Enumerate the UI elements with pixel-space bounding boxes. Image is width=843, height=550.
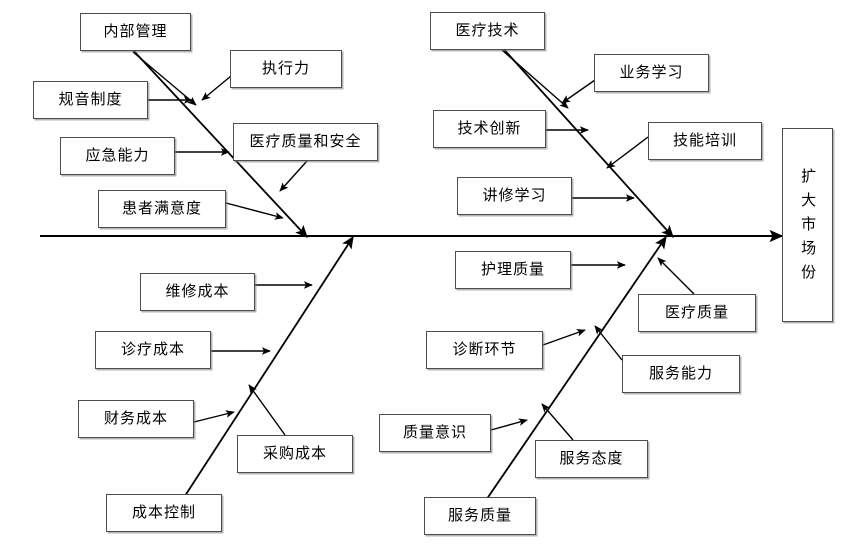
cause-node-n07[interactable]: 医疗技术 <box>430 12 545 50</box>
cause-node-n13[interactable]: 诊疗成本 <box>95 331 211 369</box>
category-bone-lower-right <box>481 235 667 507</box>
cause-node-n17[interactable]: 护理质量 <box>455 251 571 289</box>
connector-c02 <box>201 75 232 101</box>
cause-node-n18[interactable]: 医疗质量 <box>638 294 756 332</box>
effect-node-expand-market-share[interactable]: 扩大市场份 <box>782 128 833 322</box>
cause-node-n10[interactable]: 技能培训 <box>648 122 762 160</box>
connector-c14 <box>193 410 235 423</box>
cause-node-n20[interactable]: 服务能力 <box>622 355 740 393</box>
cause-node-n02[interactable]: 执行力 <box>230 50 342 88</box>
cause-node-n01[interactable]: 内部管理 <box>80 13 191 51</box>
cause-node-n06[interactable]: 患者满意度 <box>98 190 226 228</box>
cause-node-n09[interactable]: 技术创新 <box>433 110 546 148</box>
cause-node-n22[interactable]: 服务态度 <box>535 440 648 478</box>
cause-node-n15[interactable]: 采购成本 <box>237 435 353 473</box>
cause-node-n11[interactable]: 讲修学习 <box>457 177 572 215</box>
connector-c01 <box>132 51 197 106</box>
cause-node-n08[interactable]: 业务学习 <box>594 54 709 92</box>
connector-c07 <box>501 49 569 109</box>
category-bone-upper-right <box>499 44 674 238</box>
connectors-group <box>132 49 695 441</box>
cause-node-n23[interactable]: 服务质量 <box>424 497 536 535</box>
category-bone-upper-left <box>130 47 308 238</box>
category-bones-group <box>130 44 674 507</box>
connector-c19 <box>594 325 623 361</box>
connector-c18 <box>542 329 586 346</box>
cause-node-n04[interactable]: 医疗质量和安全 <box>233 123 378 161</box>
connector-c17 <box>657 257 695 295</box>
cause-node-n16[interactable]: 成本控制 <box>106 494 222 532</box>
cause-node-n12[interactable]: 维修成本 <box>140 273 255 311</box>
cause-node-n14[interactable]: 财务成本 <box>78 400 194 438</box>
cause-node-n05[interactable]: 应急能力 <box>60 137 175 175</box>
cause-node-n21[interactable]: 质量意识 <box>379 414 491 452</box>
connector-c05 <box>279 160 308 192</box>
category-bone-lower-left <box>180 235 354 503</box>
cause-node-n03[interactable]: 规音制度 <box>33 81 148 119</box>
connector-c06 <box>225 202 284 220</box>
connector-c10 <box>606 136 649 169</box>
connector-c21 <box>541 403 574 441</box>
connector-c15 <box>248 384 286 436</box>
connector-c20 <box>490 418 528 431</box>
connector-c08 <box>561 79 596 104</box>
cause-node-n19[interactable]: 诊断环节 <box>426 331 543 369</box>
